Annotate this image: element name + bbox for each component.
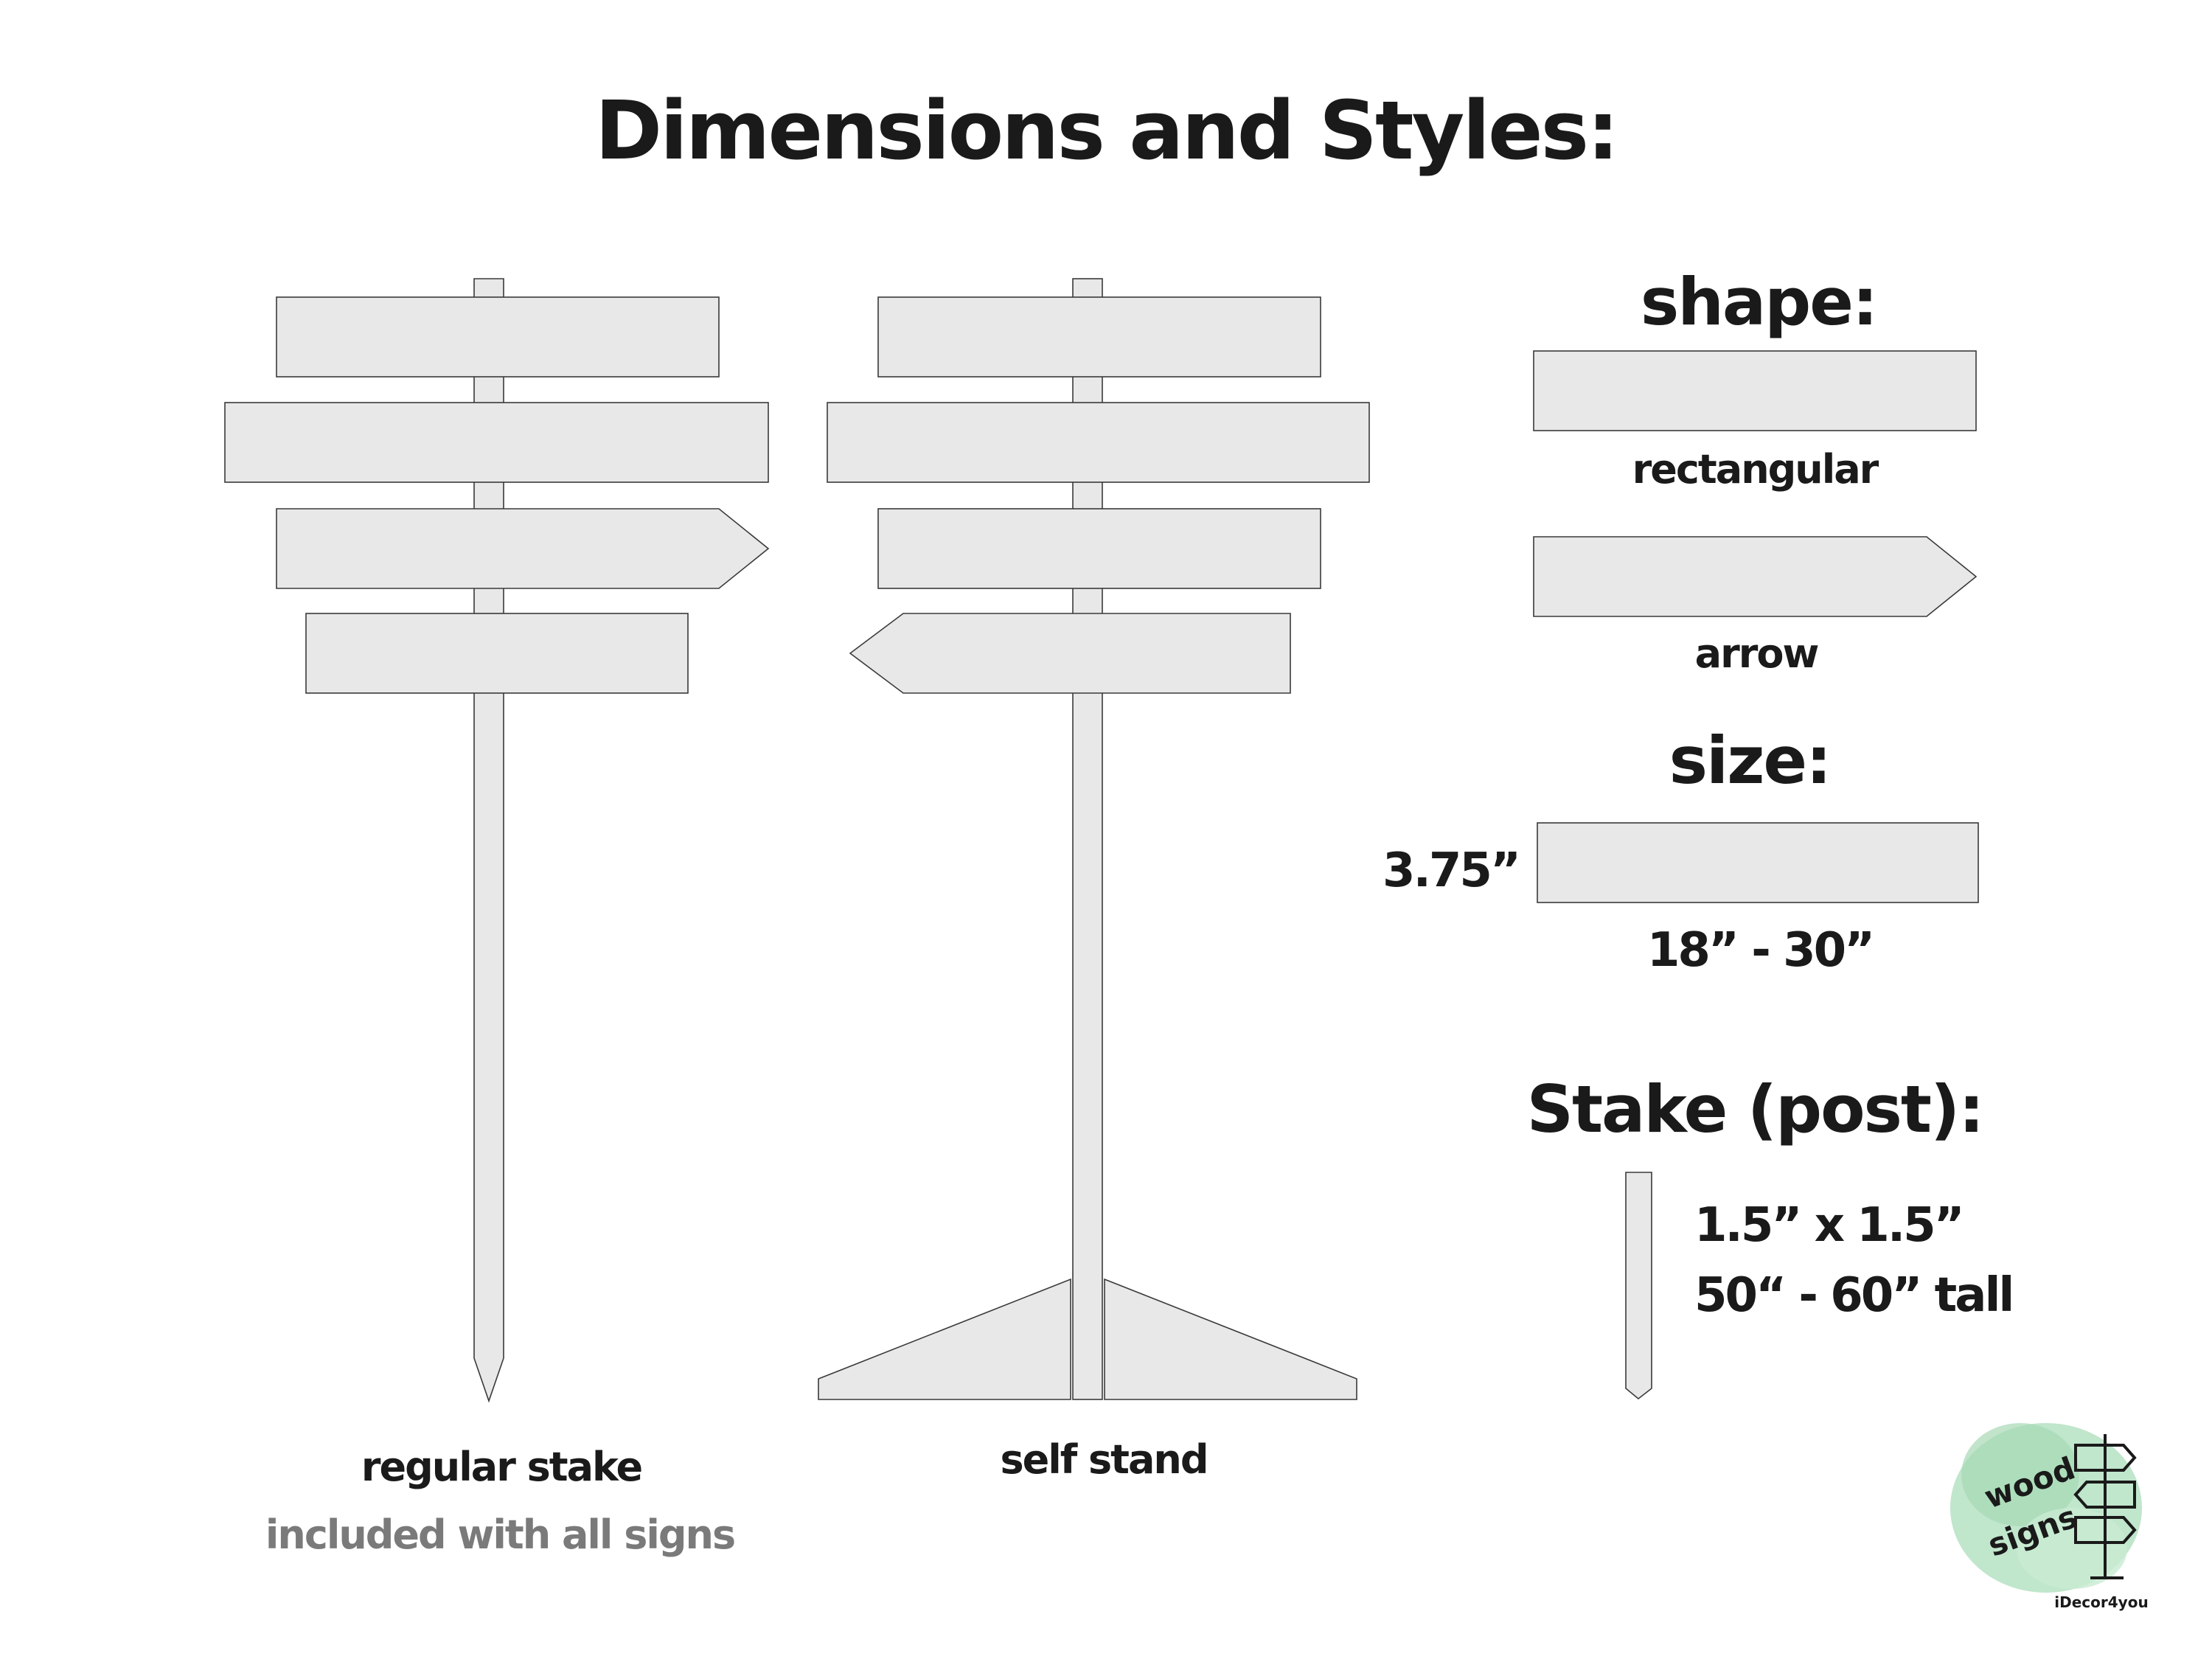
self-board-1 [877, 296, 1321, 378]
self-stand-base-left [818, 1278, 1071, 1400]
shape-arrow [1533, 536, 1978, 617]
regular-board-arrow-right [276, 508, 770, 589]
stake-post-sample [1625, 1172, 1652, 1400]
size-length-label: 18” - 30” [1647, 923, 1873, 978]
shape-rectangular [1533, 350, 1977, 431]
regular-board-1 [276, 296, 720, 378]
size-board [1537, 822, 1979, 903]
stake-height-label: 50“ - 60” tall [1694, 1268, 2012, 1323]
brand-logo: wood signs iDecor4you [1950, 1423, 2149, 1611]
shape-heading: shape: [1641, 264, 1877, 340]
page-title: Dimensions and Styles: [595, 83, 1617, 178]
self-board-3 [877, 508, 1321, 589]
regular-stake-sign [224, 278, 770, 1403]
self-stand-label: self stand [1000, 1436, 1207, 1483]
signpost-icon [2073, 1434, 2137, 1579]
self-board-2 [827, 402, 1370, 483]
included-note: included with all signs [265, 1512, 734, 1558]
stake-dimension-label: 1.5” x 1.5” [1694, 1198, 1963, 1253]
rectangular-label: rectangular [1632, 446, 1879, 493]
regular-board-2 [224, 402, 769, 483]
size-height-label: 3.75” [1382, 844, 1519, 898]
arrow-label: arrow [1695, 630, 1819, 677]
regular-stake-label: regular stake [361, 1444, 642, 1490]
logo-brand-text: iDecor4you [2054, 1593, 2148, 1611]
regular-board-4 [305, 613, 689, 694]
self-stand-base-right [1104, 1278, 1357, 1400]
self-board-arrow-left [849, 613, 1291, 694]
stake-heading: Stake (post): [1527, 1071, 1983, 1147]
self-stand-sign [818, 278, 1370, 1400]
size-heading: size: [1669, 723, 1831, 799]
